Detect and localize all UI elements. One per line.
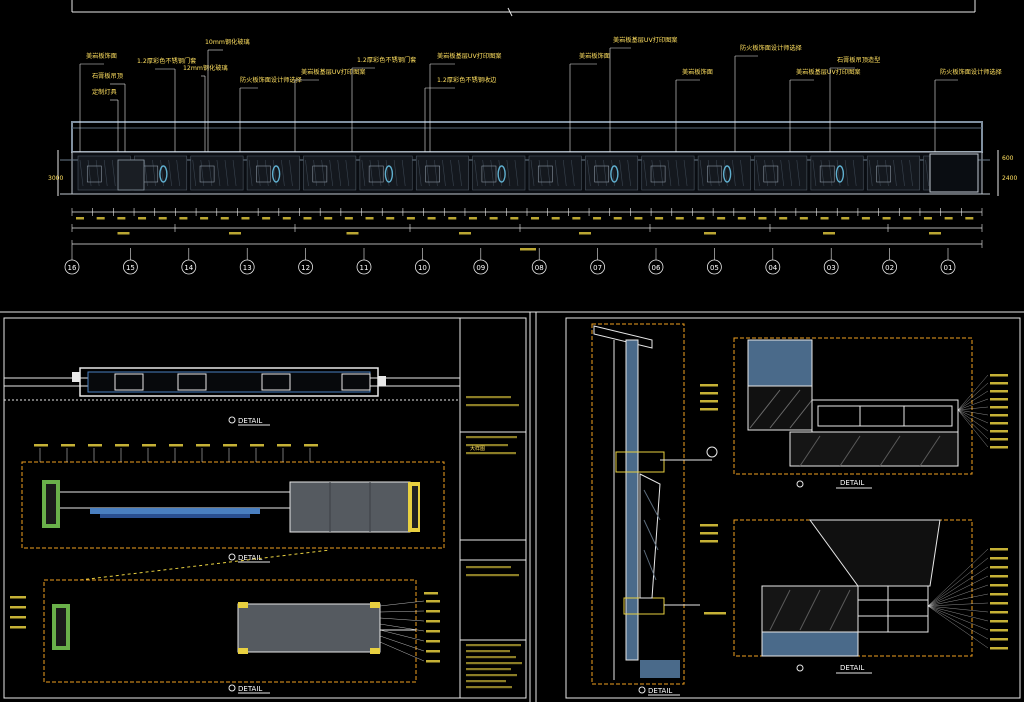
grid-bubble (940, 259, 956, 275)
detail-section-a (21, 444, 445, 549)
svg-text:DETAIL: DETAIL (238, 554, 262, 562)
elevation-view: 3000 600 2400 16 15 14 13 12 11 10 09 08 07 06 05 04… (48, 36, 1017, 275)
elevation-callout-label: 美岩板饰面 (682, 68, 713, 76)
elevation-callout-label: 定制灯具 (92, 88, 117, 96)
elevation-callout-label: 美岩板基层UV打印图案 (796, 68, 861, 76)
elevation-callout-label: 美岩板饰面 (579, 52, 610, 60)
grid-bubble (356, 259, 372, 275)
elevation-callout-label: 美岩板饰面 (86, 52, 117, 60)
grid-label: 01 (944, 264, 953, 272)
grid-label: 07 (593, 264, 602, 272)
svg-text:DETAIL: DETAIL (238, 417, 262, 425)
door-handle-mark (835, 165, 845, 183)
door-handle-mark (722, 165, 732, 183)
grid-bubble (122, 259, 138, 275)
detail-tag-4: DETAIL (638, 686, 680, 696)
elevation-callout-label: 10mm钢化玻璃 (205, 38, 250, 46)
grid-bubble (707, 259, 722, 275)
svg-text:大样图: 大样图 (470, 445, 485, 452)
top-frame-strip (71, 0, 976, 17)
elevation-dimensions (71, 208, 983, 251)
grid-label: 14 (184, 264, 193, 272)
elevation-callout-label: 防火板饰面设计师选择 (940, 68, 1003, 76)
grid-bubble (648, 259, 664, 275)
svg-text:DETAIL: DETAIL (840, 479, 864, 487)
elevation-callout-label: 石膏板吊顶 (92, 72, 123, 80)
elevation-callout-label: 美岩板基层UV打印图案 (301, 68, 366, 76)
grid-label: 06 (652, 264, 661, 272)
grid-label: 02 (885, 264, 894, 272)
grid-label: 11 (360, 264, 369, 272)
detail-tag-3: DETAIL (228, 684, 270, 694)
elevation-panels (77, 153, 979, 193)
grid-label: 04 (768, 264, 777, 272)
elevation-callout-label: 防火板饰面设计师选择 (240, 76, 303, 84)
grid-bubble (239, 259, 255, 275)
detail-tag-6: DETAIL (796, 664, 872, 674)
svg-text:2400: 2400 (1002, 175, 1017, 182)
grid-label: 10 (418, 264, 427, 272)
grid-label: 15 (126, 264, 135, 272)
right-height-dim: 600 2400 (997, 150, 1017, 196)
grid-bubble (823, 259, 839, 275)
door-handle-mark (159, 165, 168, 183)
section-a-annotations (34, 444, 318, 462)
svg-text:3000: 3000 (48, 175, 63, 182)
grid-label: 13 (243, 264, 252, 272)
grid-bubble (298, 259, 314, 275)
detail-tag-2: DETAIL (228, 553, 270, 563)
elevation-callout-label: 美岩板基层UV打印图案 (437, 52, 502, 60)
elevation-callout-label: 防火板饰面设计师选择 (740, 44, 803, 52)
left-height-dim: 3000 (48, 150, 63, 196)
grid-label: 05 (710, 264, 719, 272)
elevation-callout-label: 12mm钢化玻璃 (183, 64, 228, 72)
detail-section-c (733, 337, 1008, 475)
door-handle-mark (497, 165, 506, 183)
grid-label: 08 (535, 264, 544, 272)
grid-bubble (414, 259, 430, 275)
elevation-callout-label: 1.2厚彩色不锈钢门套 (137, 57, 196, 65)
grid-label: 12 (301, 264, 310, 272)
elevation-callout-label: 1.2厚彩色不锈钢收边 (437, 76, 497, 84)
door-handle-mark (384, 165, 394, 183)
detail-section-d (733, 519, 1008, 657)
svg-text:DETAIL: DETAIL (840, 664, 864, 672)
grid-bubble (765, 259, 781, 275)
grid-bubble (473, 259, 489, 275)
vertical-wall-section (591, 323, 726, 685)
grid-label: 03 (827, 264, 836, 272)
grid-bubble (531, 259, 547, 275)
grid-bubble (64, 259, 80, 275)
grid-label: 16 (68, 264, 77, 272)
door-handle-mark (610, 165, 619, 183)
left-detail-sheet: DETAIL DETAIL (3, 317, 527, 699)
detail-section-b (10, 579, 440, 683)
title-block: 大样图 (460, 396, 526, 689)
elevation-callout-label: 1.2厚彩色不锈钢门套 (357, 56, 416, 64)
svg-text:DETAIL: DETAIL (648, 687, 672, 695)
svg-text:600: 600 (1002, 155, 1014, 162)
elevation-grid-bubbles: 16 15 14 13 12 11 10 09 08 07 06 05 04 03 02 01 (64, 248, 956, 275)
svg-text:DETAIL: DETAIL (238, 685, 262, 693)
grid-bubble (181, 259, 197, 275)
grid-bubble (590, 259, 605, 275)
elevation-callout-label: 石膏板吊顶造型 (837, 56, 880, 64)
grid-label: 09 (476, 264, 485, 272)
door-handle-mark (271, 165, 281, 183)
section-b-annotations (10, 592, 440, 663)
elevation-callouts: 美岩板饰面石膏板吊顶定制灯具1.2厚彩色不锈钢门套12mm钢化玻璃10mm钢化玻… (79, 36, 1003, 152)
plan-section-strip (3, 367, 461, 401)
elevation-callout-label: 美岩板基层UV打印图案 (613, 36, 678, 44)
grid-bubble (882, 259, 897, 275)
right-detail-sheet: DETAIL DETAIL (565, 317, 1021, 699)
detail-tag-1: DETAIL (228, 416, 270, 426)
detail-tag-5: DETAIL (796, 479, 872, 489)
